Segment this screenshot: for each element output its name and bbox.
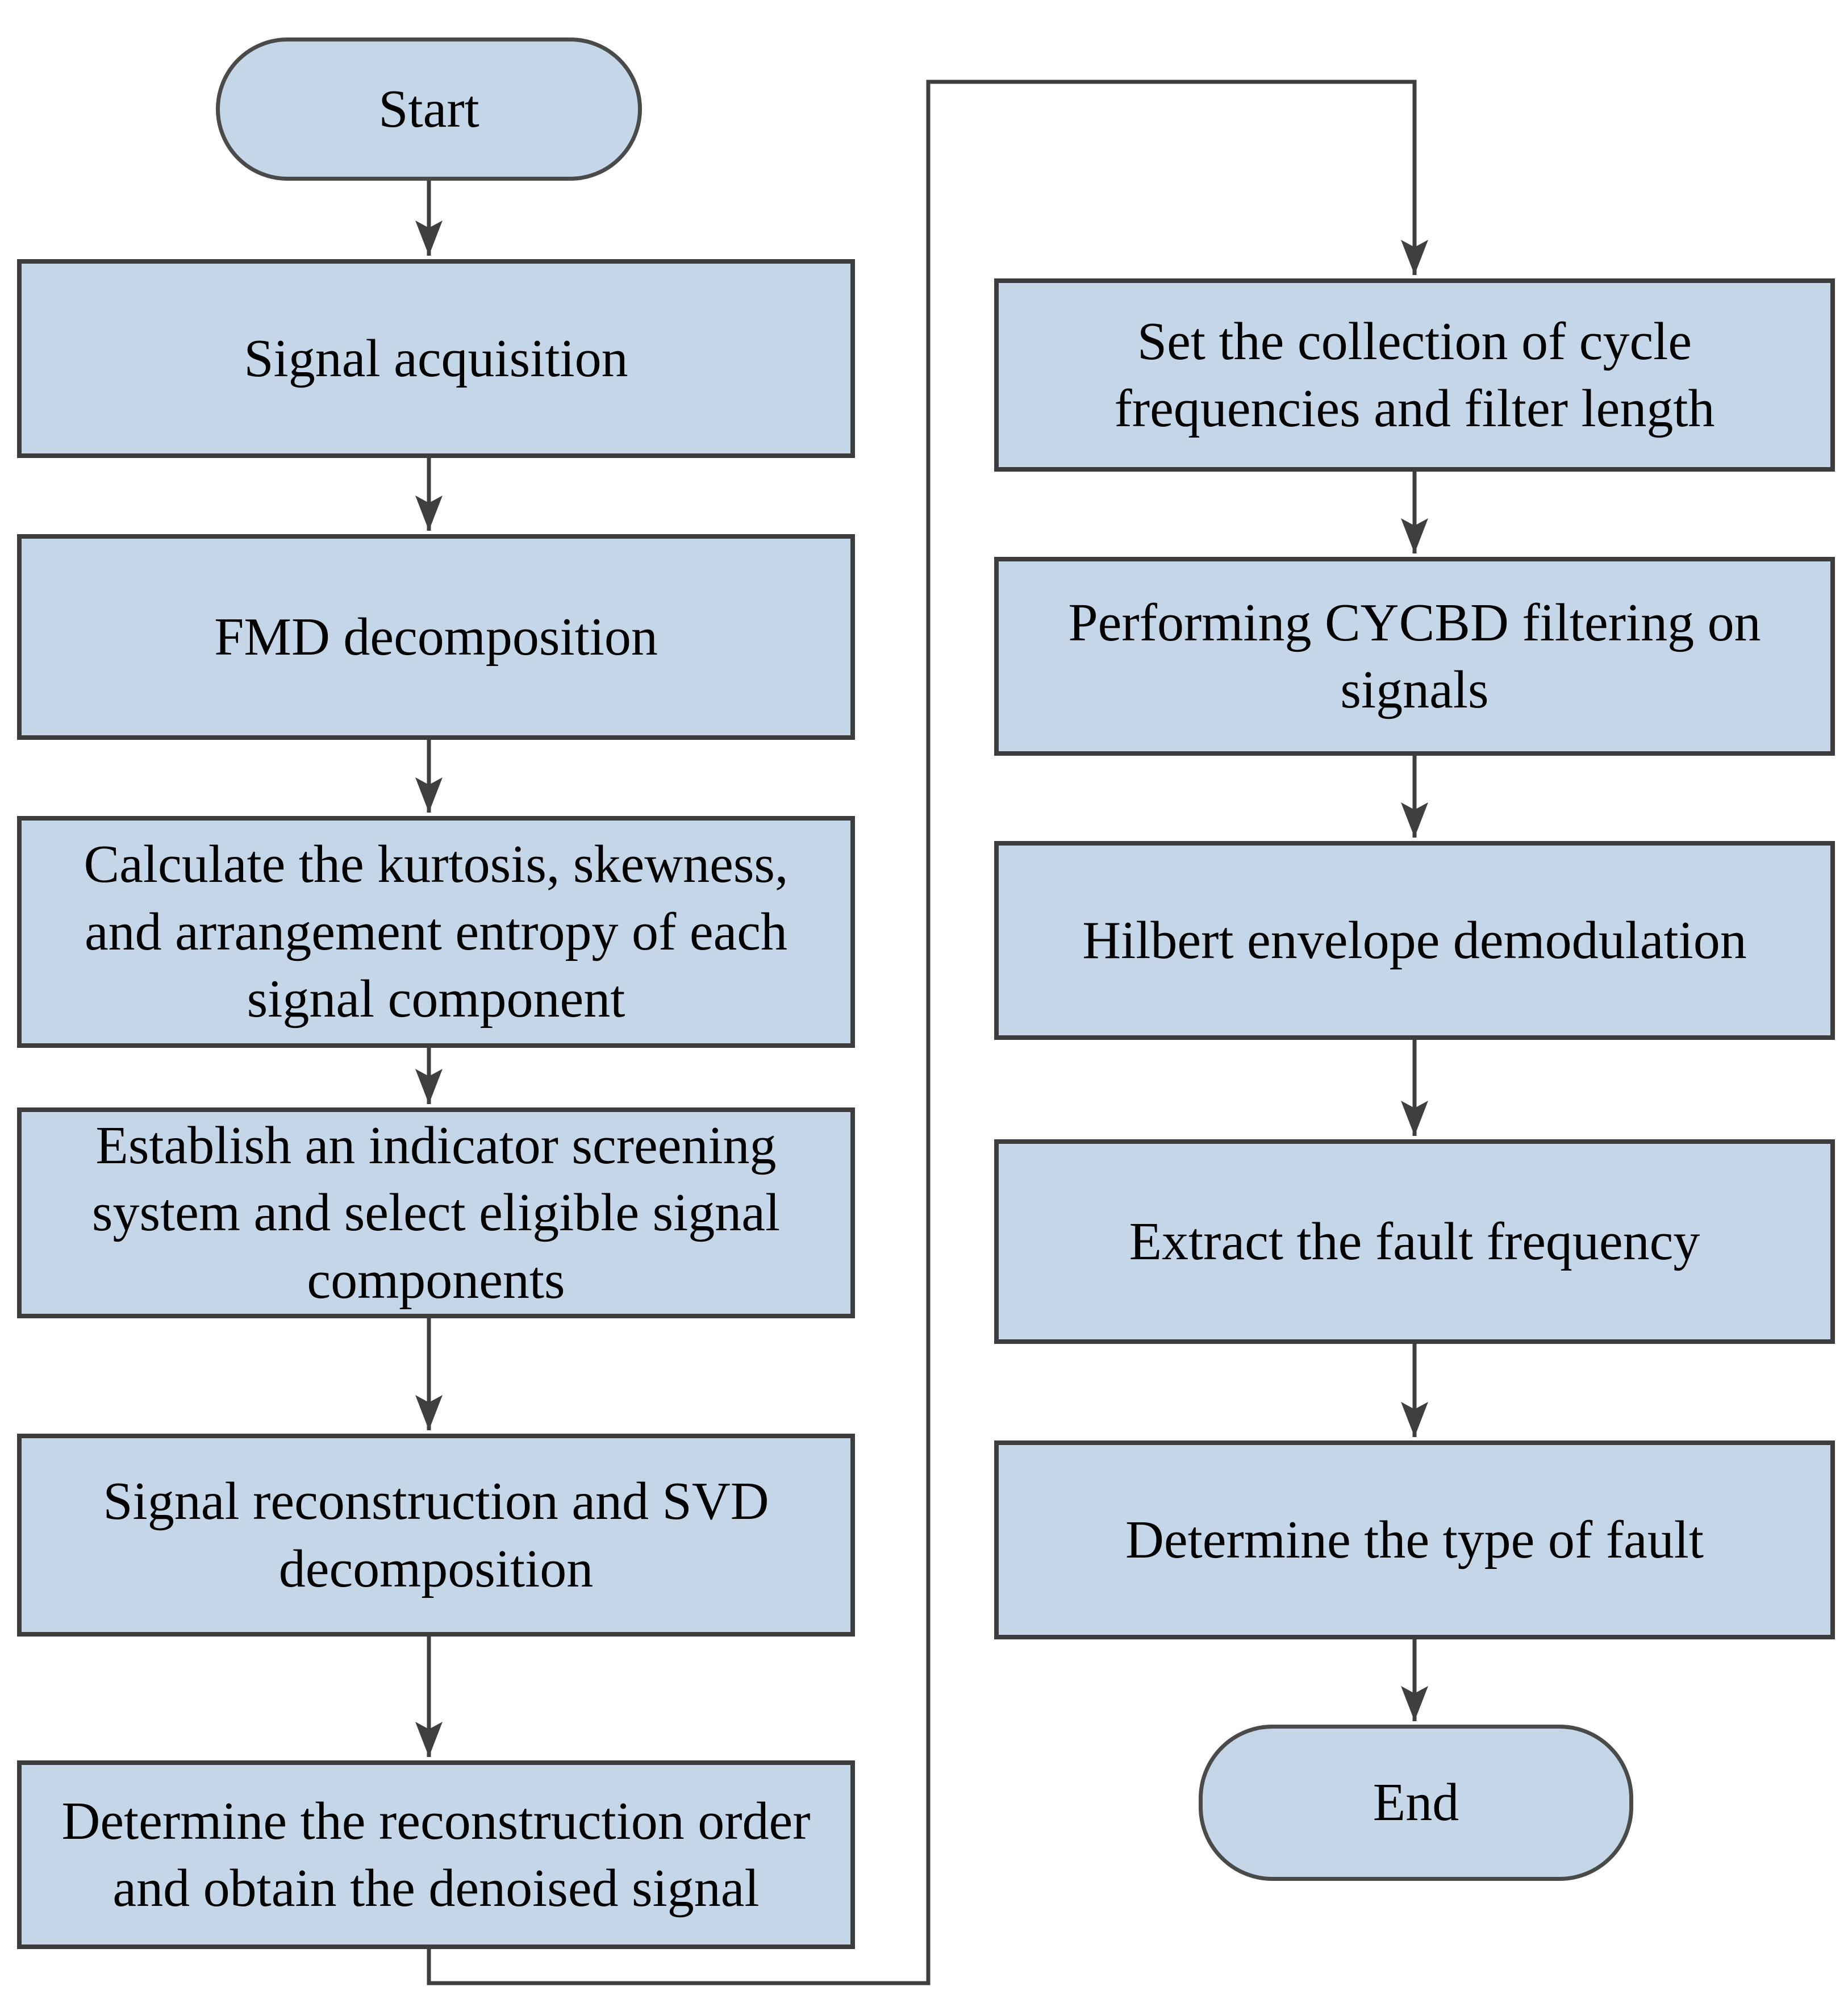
node-cycbd-filtering: Performing CYCBD filtering on signals xyxy=(994,557,1835,756)
node-extract-fault-frequency: Extract the fault frequency xyxy=(994,1139,1835,1344)
node-calculate-indicators: Calculate the kurtosis, skewness, and ar… xyxy=(17,816,855,1048)
node-start: Start xyxy=(216,38,642,181)
node-signal-acquisition: Signal acquisition xyxy=(17,259,855,458)
edge-order-to-set-collection-connector xyxy=(427,80,1428,1985)
node-fmd-decomposition: FMD decomposition xyxy=(17,534,855,740)
node-hilbert-demodulation: Hilbert envelope demodulation xyxy=(994,841,1835,1040)
node-establish-screening: Establish an indicator screening system … xyxy=(17,1107,855,1318)
node-determine-fault-type: Determine the type of fault xyxy=(994,1440,1835,1639)
node-determine-reconstruction-order: Determine the reconstruction order and o… xyxy=(17,1760,855,1949)
node-end: End xyxy=(1199,1725,1633,1881)
node-signal-reconstruction-svd: Signal reconstruction and SVD decomposit… xyxy=(17,1434,855,1637)
node-set-cycle-frequencies: Set the collection of cycle frequencies … xyxy=(994,278,1835,472)
